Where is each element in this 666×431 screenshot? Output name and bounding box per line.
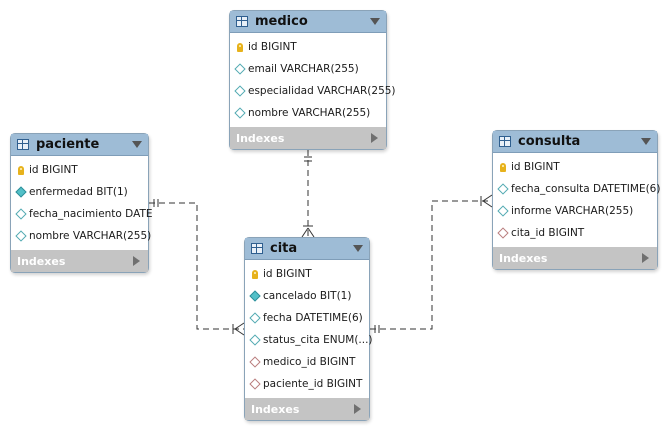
column-label: id BIGINT bbox=[263, 268, 312, 280]
column-row[interactable]: id BIGINT bbox=[493, 156, 657, 178]
indexes-section[interactable]: Indexes bbox=[493, 247, 657, 269]
column-label: id BIGINT bbox=[248, 41, 297, 53]
column-label: email VARCHAR(255) bbox=[248, 63, 359, 75]
column-label: especialidad VARCHAR(255) bbox=[248, 85, 396, 97]
table-icon bbox=[236, 16, 248, 27]
column-row[interactable]: fecha_consulta DATETIME(6) bbox=[493, 178, 661, 200]
table-header[interactable]: paciente bbox=[11, 134, 148, 156]
expand-arrow-icon[interactable] bbox=[642, 253, 649, 263]
collapse-caret-icon[interactable] bbox=[132, 141, 142, 148]
column-row[interactable]: medico_id BIGINT bbox=[245, 351, 369, 373]
column-row[interactable]: nombre VARCHAR(255) bbox=[230, 102, 386, 124]
indexes-label: Indexes bbox=[17, 254, 66, 268]
table-name: cita bbox=[270, 241, 298, 256]
column-nullable-icon bbox=[248, 312, 261, 324]
column-row[interactable]: fecha_nacimiento DATE bbox=[11, 203, 153, 225]
indexes-section[interactable]: Indexes bbox=[245, 398, 369, 420]
foreign-key-icon bbox=[496, 227, 509, 239]
table-icon bbox=[251, 243, 263, 254]
column-not-null-icon bbox=[248, 290, 261, 302]
table-cita[interactable]: cita id BIGINT cancelado BIT(1) fecha DA… bbox=[244, 237, 373, 421]
collapse-caret-icon[interactable] bbox=[641, 138, 651, 145]
table-icon bbox=[17, 139, 29, 150]
foreign-key-icon bbox=[248, 356, 261, 368]
column-row[interactable]: email VARCHAR(255) bbox=[230, 58, 386, 80]
table-header[interactable]: medico bbox=[230, 11, 386, 33]
table-header[interactable]: cita bbox=[245, 238, 369, 260]
column-row[interactable]: id BIGINT bbox=[230, 36, 386, 58]
expand-arrow-icon[interactable] bbox=[354, 404, 361, 414]
column-label: paciente_id BIGINT bbox=[263, 378, 363, 390]
expand-arrow-icon[interactable] bbox=[133, 256, 140, 266]
column-label: medico_id BIGINT bbox=[263, 356, 356, 368]
column-nullable-icon bbox=[496, 183, 509, 195]
primary-key-icon bbox=[16, 165, 25, 175]
column-label: fecha_nacimiento DATE bbox=[29, 208, 153, 220]
table-medico[interactable]: medico id BIGINT email VARCHAR(255) espe… bbox=[229, 10, 396, 150]
column-nullable-icon bbox=[496, 205, 509, 217]
column-row[interactable]: cancelado BIT(1) bbox=[245, 285, 369, 307]
column-row[interactable]: fecha DATETIME(6) bbox=[245, 307, 369, 329]
table-name: paciente bbox=[36, 137, 100, 152]
column-label: id BIGINT bbox=[29, 164, 78, 176]
column-nullable-icon bbox=[233, 63, 246, 75]
indexes-label: Indexes bbox=[251, 402, 300, 416]
table-header[interactable]: consulta bbox=[493, 131, 657, 153]
column-label: nombre VARCHAR(255) bbox=[29, 230, 152, 242]
column-row[interactable]: cita_id BIGINT bbox=[493, 222, 657, 244]
column-nullable-icon bbox=[248, 334, 261, 346]
expand-arrow-icon[interactable] bbox=[371, 133, 378, 143]
indexes-section[interactable]: Indexes bbox=[230, 127, 386, 149]
column-row[interactable]: id BIGINT bbox=[245, 263, 369, 285]
column-label: cancelado BIT(1) bbox=[263, 290, 352, 302]
relationship-cita-medico[interactable] bbox=[301, 150, 315, 238]
column-row[interactable]: especialidad VARCHAR(255) bbox=[230, 80, 396, 102]
column-label: id BIGINT bbox=[511, 161, 560, 173]
column-nullable-icon bbox=[233, 85, 246, 97]
relationship-cita-paciente[interactable] bbox=[149, 199, 245, 336]
column-label: enfermedad BIT(1) bbox=[29, 186, 128, 198]
indexes-section[interactable]: Indexes bbox=[11, 250, 148, 272]
collapse-caret-icon[interactable] bbox=[353, 245, 363, 252]
table-name: consulta bbox=[518, 134, 581, 149]
column-row[interactable]: enfermedad BIT(1) bbox=[11, 181, 148, 203]
column-label: fecha_consulta DATETIME(6) bbox=[511, 183, 661, 195]
collapse-caret-icon[interactable] bbox=[370, 18, 380, 25]
primary-key-icon bbox=[235, 42, 244, 52]
column-nullable-icon bbox=[14, 230, 27, 242]
column-label: fecha DATETIME(6) bbox=[263, 312, 363, 324]
relationship-consulta-cita[interactable] bbox=[370, 194, 493, 333]
column-row[interactable]: paciente_id BIGINT bbox=[245, 373, 369, 395]
table-icon bbox=[499, 136, 511, 147]
indexes-label: Indexes bbox=[236, 131, 285, 145]
column-not-null-icon bbox=[14, 186, 27, 198]
primary-key-icon bbox=[250, 269, 259, 279]
column-label: cita_id BIGINT bbox=[511, 227, 585, 239]
column-row[interactable]: nombre VARCHAR(255) bbox=[11, 225, 152, 247]
column-label: informe VARCHAR(255) bbox=[511, 205, 634, 217]
column-row[interactable]: status_cita ENUM(...) bbox=[245, 329, 373, 351]
table-name: medico bbox=[255, 14, 308, 29]
column-label: nombre VARCHAR(255) bbox=[248, 107, 371, 119]
table-paciente[interactable]: paciente id BIGINT enfermedad BIT(1) fec… bbox=[10, 133, 153, 273]
column-nullable-icon bbox=[14, 208, 27, 220]
primary-key-icon bbox=[498, 162, 507, 172]
column-nullable-icon bbox=[233, 107, 246, 119]
column-row[interactable]: id BIGINT bbox=[11, 159, 148, 181]
indexes-label: Indexes bbox=[499, 251, 548, 265]
table-consulta[interactable]: consulta id BIGINT fecha_consulta DATETI… bbox=[492, 130, 661, 270]
column-label: status_cita ENUM(...) bbox=[263, 334, 373, 346]
column-row[interactable]: informe VARCHAR(255) bbox=[493, 200, 657, 222]
foreign-key-icon bbox=[248, 378, 261, 390]
